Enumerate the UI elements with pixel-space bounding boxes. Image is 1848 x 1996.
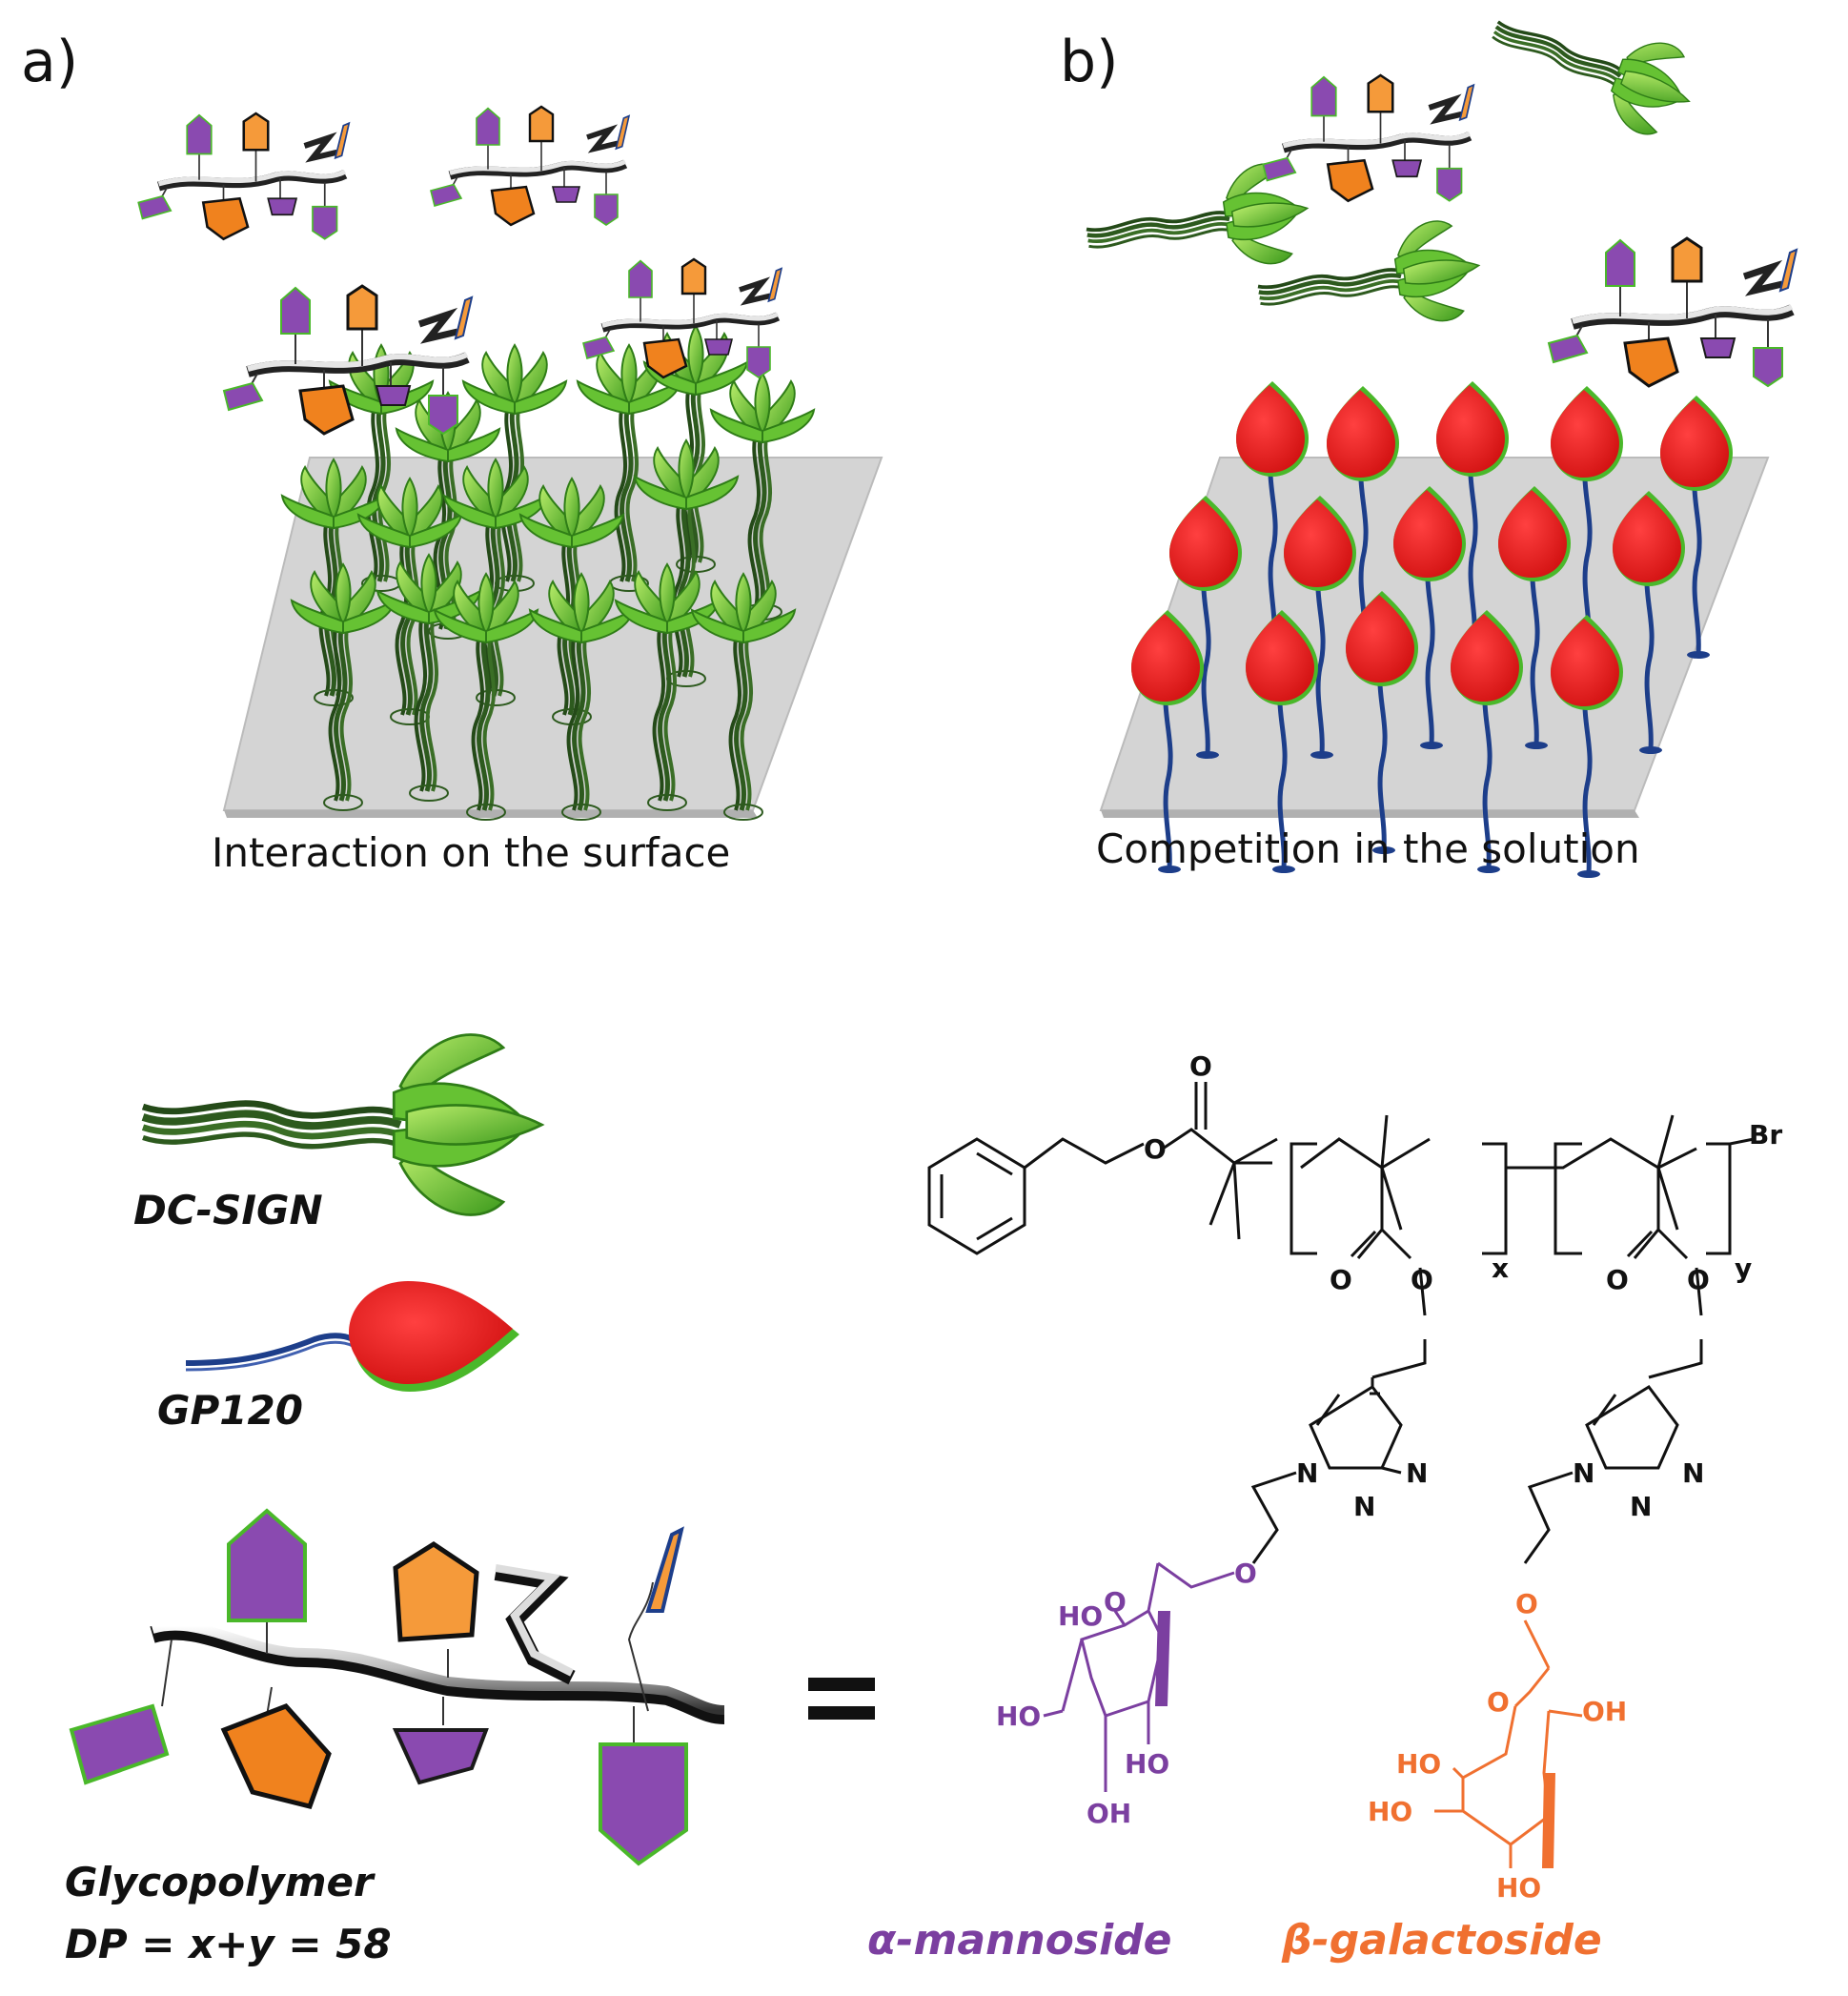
galactoside-ring-o: O <box>1487 1686 1510 1718</box>
atom-o-side1b: O <box>1411 1264 1433 1295</box>
galactoside-structure <box>1434 1619 1583 1868</box>
atom-n2-1: N <box>1573 1457 1594 1489</box>
galactoside-ho-1: HO <box>1396 1748 1441 1780</box>
atom-n2-3: N <box>1682 1457 1704 1489</box>
mannose-unit-icon <box>227 1508 307 1622</box>
panel-b-caption: Competition in the solution <box>1096 825 1640 872</box>
panel-b-label: b) <box>1060 29 1119 95</box>
atom-n2-2: N <box>1630 1491 1652 1522</box>
mannoside-ho-2: HO <box>996 1701 1041 1732</box>
mannoside-ho-1: HO <box>1058 1600 1103 1632</box>
galactoside-ho-2: HO <box>1368 1796 1412 1827</box>
panel-a <box>138 107 883 820</box>
legend-gp120-symbol <box>185 1281 519 1392</box>
alpha-mannoside-label: α-mannoside <box>867 1916 1172 1965</box>
atom-br: Br <box>1749 1119 1782 1151</box>
atom-n1-2: N <box>1353 1491 1375 1522</box>
atom-o-side2b: O <box>1687 1264 1710 1295</box>
galactose-unit-icon <box>393 1541 479 1642</box>
mannoside-ho-3: HO <box>1125 1748 1169 1780</box>
subscript-y: y <box>1735 1253 1752 1284</box>
panel-a-caption: Interaction on the surface <box>212 829 731 876</box>
mannoside-structure <box>1043 1561 1235 1792</box>
atom-o-carbonyl: O <box>1189 1050 1212 1082</box>
atom-n1-1: N <box>1296 1457 1318 1489</box>
atom-o-side1a: O <box>1330 1264 1352 1295</box>
mannoside-glyco-o: O <box>1234 1558 1257 1589</box>
panel-a-label: a) <box>21 29 79 95</box>
atom-o-ester: O <box>1144 1133 1167 1165</box>
equals-sign <box>808 1678 875 1720</box>
mannoside-oh: OH <box>1086 1798 1131 1829</box>
chemical-structure <box>927 1082 1755 1564</box>
gp120-label: GP120 <box>157 1387 303 1434</box>
galactoside-ho-3: HO <box>1496 1872 1541 1904</box>
glycopolymer-label: Glycopolymer <box>65 1859 374 1905</box>
soluble-dc-sign <box>1081 0 1705 346</box>
degree-of-polymerization-label: DP = x+y = 58 <box>65 1921 392 1967</box>
atom-o-side2a: O <box>1606 1264 1629 1295</box>
beta-galactoside-label: β-galactoside <box>1282 1916 1602 1965</box>
galactoside-glyco-o: O <box>1515 1588 1538 1619</box>
atom-n1-3: N <box>1406 1457 1428 1489</box>
glycopolymers-panel-b <box>1263 75 1797 386</box>
dc-sign-label: DC-SIGN <box>133 1187 323 1233</box>
mannoside-ring-o: O <box>1104 1586 1127 1618</box>
subscript-x: x <box>1492 1253 1509 1284</box>
galactoside-oh: OH <box>1582 1696 1627 1727</box>
panel-b <box>1081 0 1797 878</box>
legend-glycopolymer-symbol <box>69 1508 725 1866</box>
